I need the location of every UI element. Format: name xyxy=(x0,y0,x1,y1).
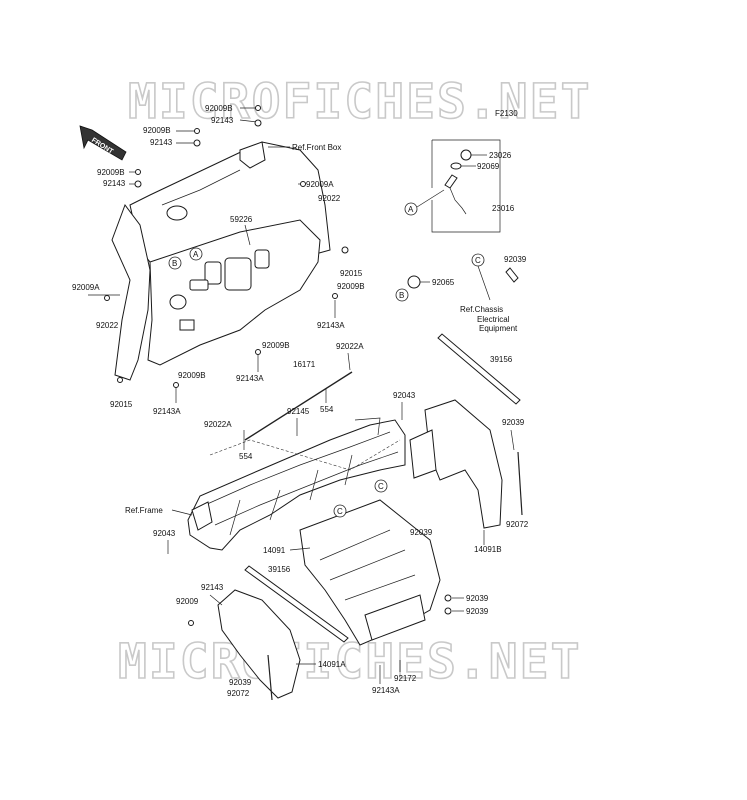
frame-assembly xyxy=(187,417,406,551)
front-arrow-icon: FRONT xyxy=(79,125,127,161)
panel-14091A xyxy=(217,589,301,699)
svg-text:A: A xyxy=(193,250,199,259)
label-92043-a: 92043 xyxy=(393,391,416,400)
label-92143-d: 92143 xyxy=(201,583,224,592)
label-ref-chassis-3: Equipment xyxy=(479,324,518,333)
label-92039-f: 92039 xyxy=(229,678,252,687)
label-92009A-b: 92009A xyxy=(72,283,100,292)
label-554-a: 554 xyxy=(320,405,334,414)
label-92009A-a: 92009A xyxy=(306,180,334,189)
label-92009B-e: 92009B xyxy=(262,341,290,350)
label-92039-a: 92039 xyxy=(504,255,527,264)
harness-inset: A xyxy=(404,139,501,233)
label-92009B-d: 92009B xyxy=(337,282,365,291)
label-92009B-c: 92009B xyxy=(97,168,125,177)
label-ref-front-box: Ref.Front Box xyxy=(292,143,341,152)
figure-code: F2130 xyxy=(495,109,518,118)
front-cover-assembly xyxy=(111,141,331,381)
label-92072-a: 92072 xyxy=(506,520,529,529)
callout-c-ref: C xyxy=(475,256,481,265)
label-92143A-b: 92143A xyxy=(236,374,264,383)
seal-strip-lower xyxy=(244,565,349,643)
label-16171: 16171 xyxy=(293,360,316,369)
label-92009B-a: 92009B xyxy=(205,104,233,113)
label-92039-b: 92039 xyxy=(502,418,525,427)
label-92039-e: 92039 xyxy=(466,607,489,616)
label-23016: 23016 xyxy=(492,204,515,213)
callout-c-left: C xyxy=(337,507,343,516)
watermark-top: MICROFICHES.NET xyxy=(128,74,591,130)
label-92022-b: 92022 xyxy=(96,321,119,330)
label-ref-chassis-1: Ref.Chassis xyxy=(460,305,503,314)
label-92039-d: 92039 xyxy=(466,594,489,603)
svg-text:B: B xyxy=(172,259,177,268)
label-92065: 92065 xyxy=(432,278,455,287)
label-92022A-b: 92022A xyxy=(204,420,232,429)
label-92022-a: 92022 xyxy=(318,194,341,203)
label-39156-a: 39156 xyxy=(490,355,513,364)
label-ref-frame: Ref.Frame xyxy=(125,506,163,515)
label-92145: 92145 xyxy=(287,407,310,416)
panel-14091 xyxy=(299,499,441,646)
callout-c-right: C xyxy=(378,482,384,491)
label-92009B-f: 92009B xyxy=(178,371,206,380)
label-92143A-a: 92143A xyxy=(317,321,345,330)
callout-a-upper: A xyxy=(189,247,203,261)
callout-b-mid: B xyxy=(399,291,404,300)
label-92039-c: 92039 xyxy=(410,528,433,537)
label-92069: 92069 xyxy=(477,162,500,171)
label-14091A: 14091A xyxy=(318,660,346,669)
callout-a-inset: A xyxy=(408,205,414,214)
label-92009: 92009 xyxy=(176,597,199,606)
label-92143A-d: 92143A xyxy=(372,686,400,695)
label-92143-b: 92143 xyxy=(150,138,173,147)
label-92143-c: 92143 xyxy=(103,179,126,188)
label-92072-b: 92072 xyxy=(227,689,250,698)
label-92172: 92172 xyxy=(394,674,417,683)
label-92022A-a: 92022A xyxy=(336,342,364,351)
label-554-b: 554 xyxy=(239,452,253,461)
label-ref-chassis-2: Electrical xyxy=(477,315,510,324)
label-23026: 23026 xyxy=(489,151,512,160)
label-92143A-c: 92143A xyxy=(153,407,181,416)
fastener-icons-upper xyxy=(104,105,349,388)
label-92043-b: 92043 xyxy=(153,529,176,538)
rod-16171 xyxy=(244,371,353,441)
label-92015-b: 92015 xyxy=(110,400,133,409)
seal-strip-upper xyxy=(437,333,521,405)
watermark-bottom: MICROFICHES.NET xyxy=(118,634,581,690)
label-92009B-b: 92009B xyxy=(143,126,171,135)
callout-b-upper: B xyxy=(168,256,182,270)
label-92015-a: 92015 xyxy=(340,269,363,278)
label-14091: 14091 xyxy=(263,546,286,555)
label-92143-a: 92143 xyxy=(211,116,234,125)
label-39156-b: 39156 xyxy=(268,565,291,574)
label-59226: 59226 xyxy=(230,215,253,224)
label-14091B: 14091B xyxy=(474,545,502,554)
fender-14091B xyxy=(409,399,503,529)
